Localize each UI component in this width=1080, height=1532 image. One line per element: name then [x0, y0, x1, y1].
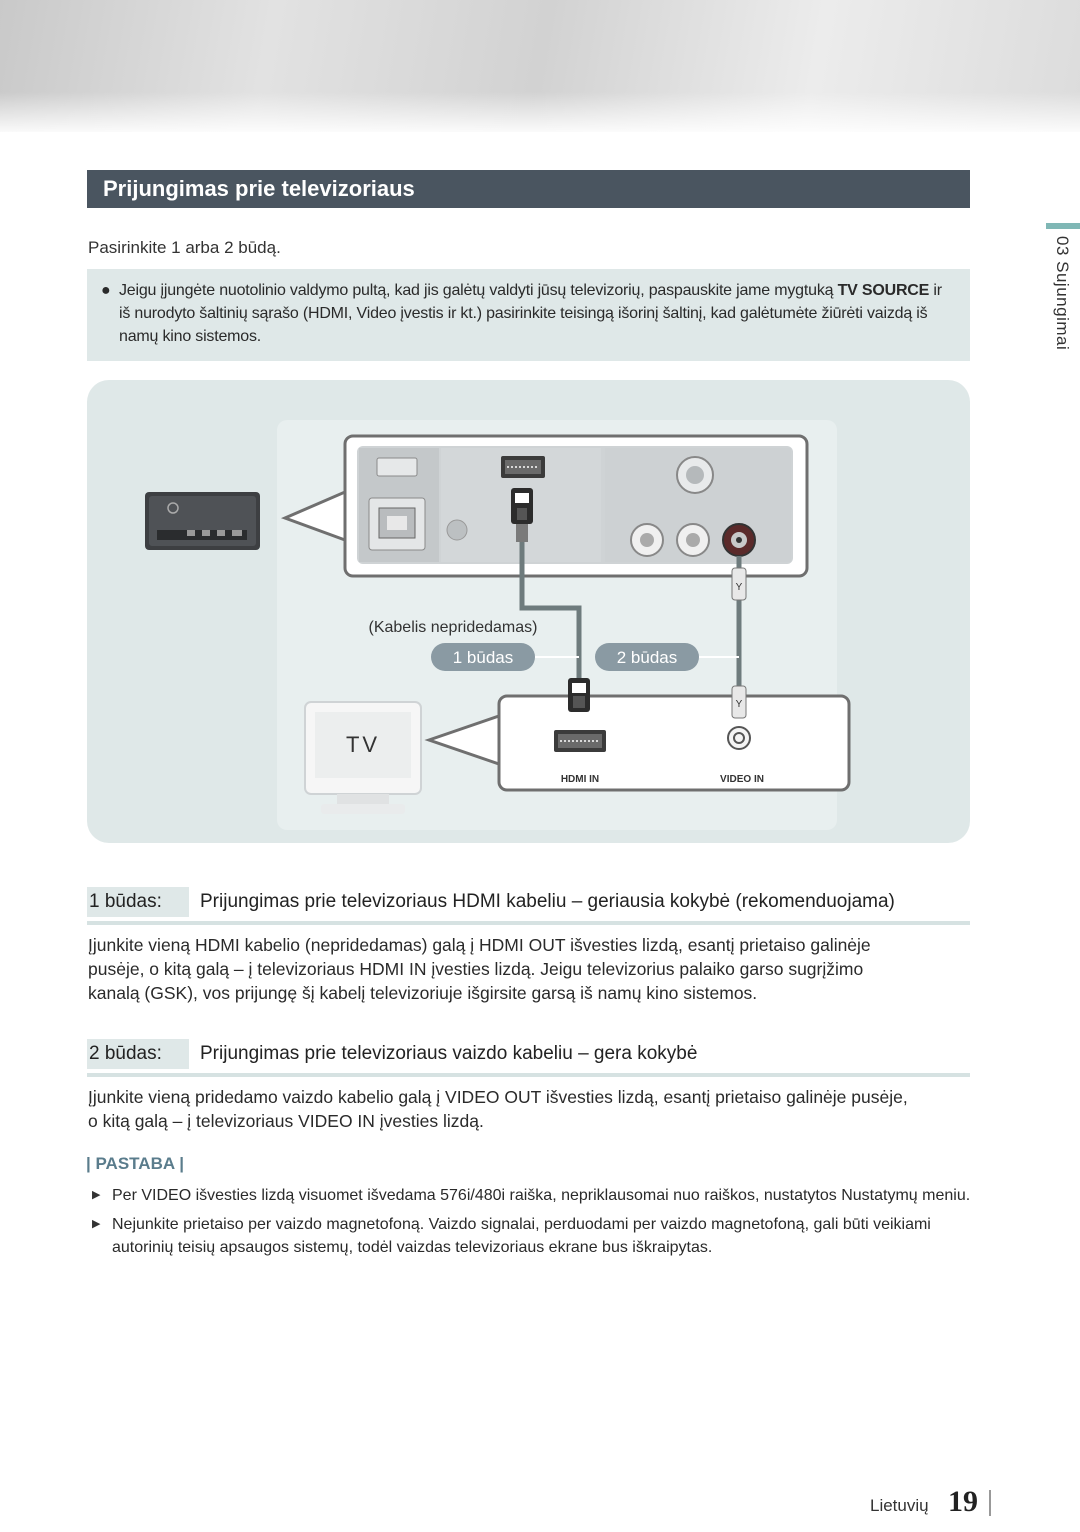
method2-line-2: o kitą galą – į televizoriaus VIDEO IN į…	[88, 1111, 484, 1131]
method1-line-1: Įjunkite vieną HDMI kabelio (nepridedama…	[88, 935, 871, 955]
tv-hdmi-port-icon	[554, 730, 606, 752]
tv-source-key: TV SOURCE	[837, 282, 930, 299]
note-item-text: Nejunkite prietaiso per vaizdo magnetofo…	[112, 1216, 931, 1233]
note-label: | PASTABA |	[86, 1154, 184, 1173]
top-decorative-band	[0, 0, 1080, 132]
hdmi-in-label: HDMI IN	[561, 774, 599, 785]
note-arrow-icon: ▶	[92, 1218, 101, 1230]
video-plug-label-bottom: Y	[736, 699, 743, 710]
method1-line-3: kanalą (GSK), vos prijungę šį kabelį tel…	[88, 983, 758, 1003]
method1-pill-label: 1 būdas	[453, 648, 514, 667]
device-back-panel-icon	[343, 434, 809, 578]
info-line-3: namų kino sistemos.	[119, 328, 262, 345]
method1-pill	[431, 643, 535, 671]
rca-ports-icon	[630, 523, 756, 557]
footer-divider	[989, 1490, 991, 1516]
bullet-dot-icon: ●	[101, 282, 111, 299]
method2-pill-label: 2 būdas	[617, 648, 678, 667]
hdmi-port-icon	[501, 456, 545, 478]
tv-label: TV	[346, 732, 380, 757]
method1-tag: 1 būdas:	[87, 887, 189, 917]
intro-text: Pasirinkite 1 arba 2 būdą.	[88, 238, 281, 257]
method2-pill	[595, 643, 699, 671]
tv-icon: TV	[304, 701, 422, 814]
note-item: ▶ Nejunkite prietaiso per vaizdo magneto…	[92, 1213, 972, 1259]
cable-note: (Kabelis nepridedamas)	[369, 619, 538, 636]
info-box: ● Jeigu įjungėte nuotolinio valdymo pult…	[87, 269, 970, 361]
method2-heading: 2 būdas: Prijungimas prie televizoriaus …	[87, 1039, 970, 1077]
method1-title: Prijungimas prie televizoriaus HDMI kabe…	[200, 891, 895, 912]
page-title: Prijungimas prie televizoriaus	[87, 170, 970, 208]
info-line-1: Jeigu įjungėte nuotolinio valdymo pultą,…	[119, 282, 942, 299]
connection-diagram-svg: Y 1 būdas 2 būdas (Kabelis nepridedamas)…	[145, 420, 851, 830]
method2-body: Įjunkite vieną pridedamo vaizdo kabelio …	[88, 1085, 970, 1133]
tv-input-panel: HDMI IN Y VIDEO IN	[497, 678, 851, 792]
chapter-side-label: 03 Sujungimai	[1053, 236, 1072, 351]
note-item-text: Per VIDEO išvesties lizdą visuomet išved…	[112, 1187, 971, 1204]
method2-tag: 2 būdas:	[87, 1039, 189, 1069]
method1-line-2: pusėje, o kitą galą – į televizoriaus HD…	[88, 959, 864, 979]
note-list: ▶ Per VIDEO išvesties lizdą visuomet išv…	[92, 1184, 972, 1265]
method2-title: Prijungimas prie televizoriaus vaizdo ka…	[200, 1043, 698, 1064]
video-in-label: VIDEO IN	[720, 774, 764, 785]
connection-diagram: Y 1 būdas 2 būdas (Kabelis nepridedamas)…	[87, 380, 970, 843]
note-item-text-cont: autorinių teisių apsaugos sistemų, todėl…	[112, 1239, 713, 1256]
footer-language: Lietuvių	[870, 1496, 929, 1515]
video-plug-label-top: Y	[736, 582, 743, 593]
note-arrow-icon: ▶	[92, 1189, 101, 1201]
note-item: ▶ Per VIDEO išvesties lizdą visuomet išv…	[92, 1184, 972, 1207]
chapter-tab-marker	[1046, 223, 1080, 229]
method1-heading: 1 būdas: Prijungimas prie televizoriaus …	[87, 887, 970, 925]
device-thumbnail-icon	[145, 492, 260, 550]
video-port-icon	[727, 726, 751, 750]
method2-line-1: Įjunkite vieną pridedamo vaizdo kabelio …	[88, 1087, 908, 1107]
info-line-2: iš nurodyto šaltinių sąrašo (HDMI, Video…	[119, 305, 928, 322]
method1-body: Įjunkite vieną HDMI kabelio (nepridedama…	[88, 933, 970, 1005]
page-number: 19	[948, 1485, 978, 1518]
